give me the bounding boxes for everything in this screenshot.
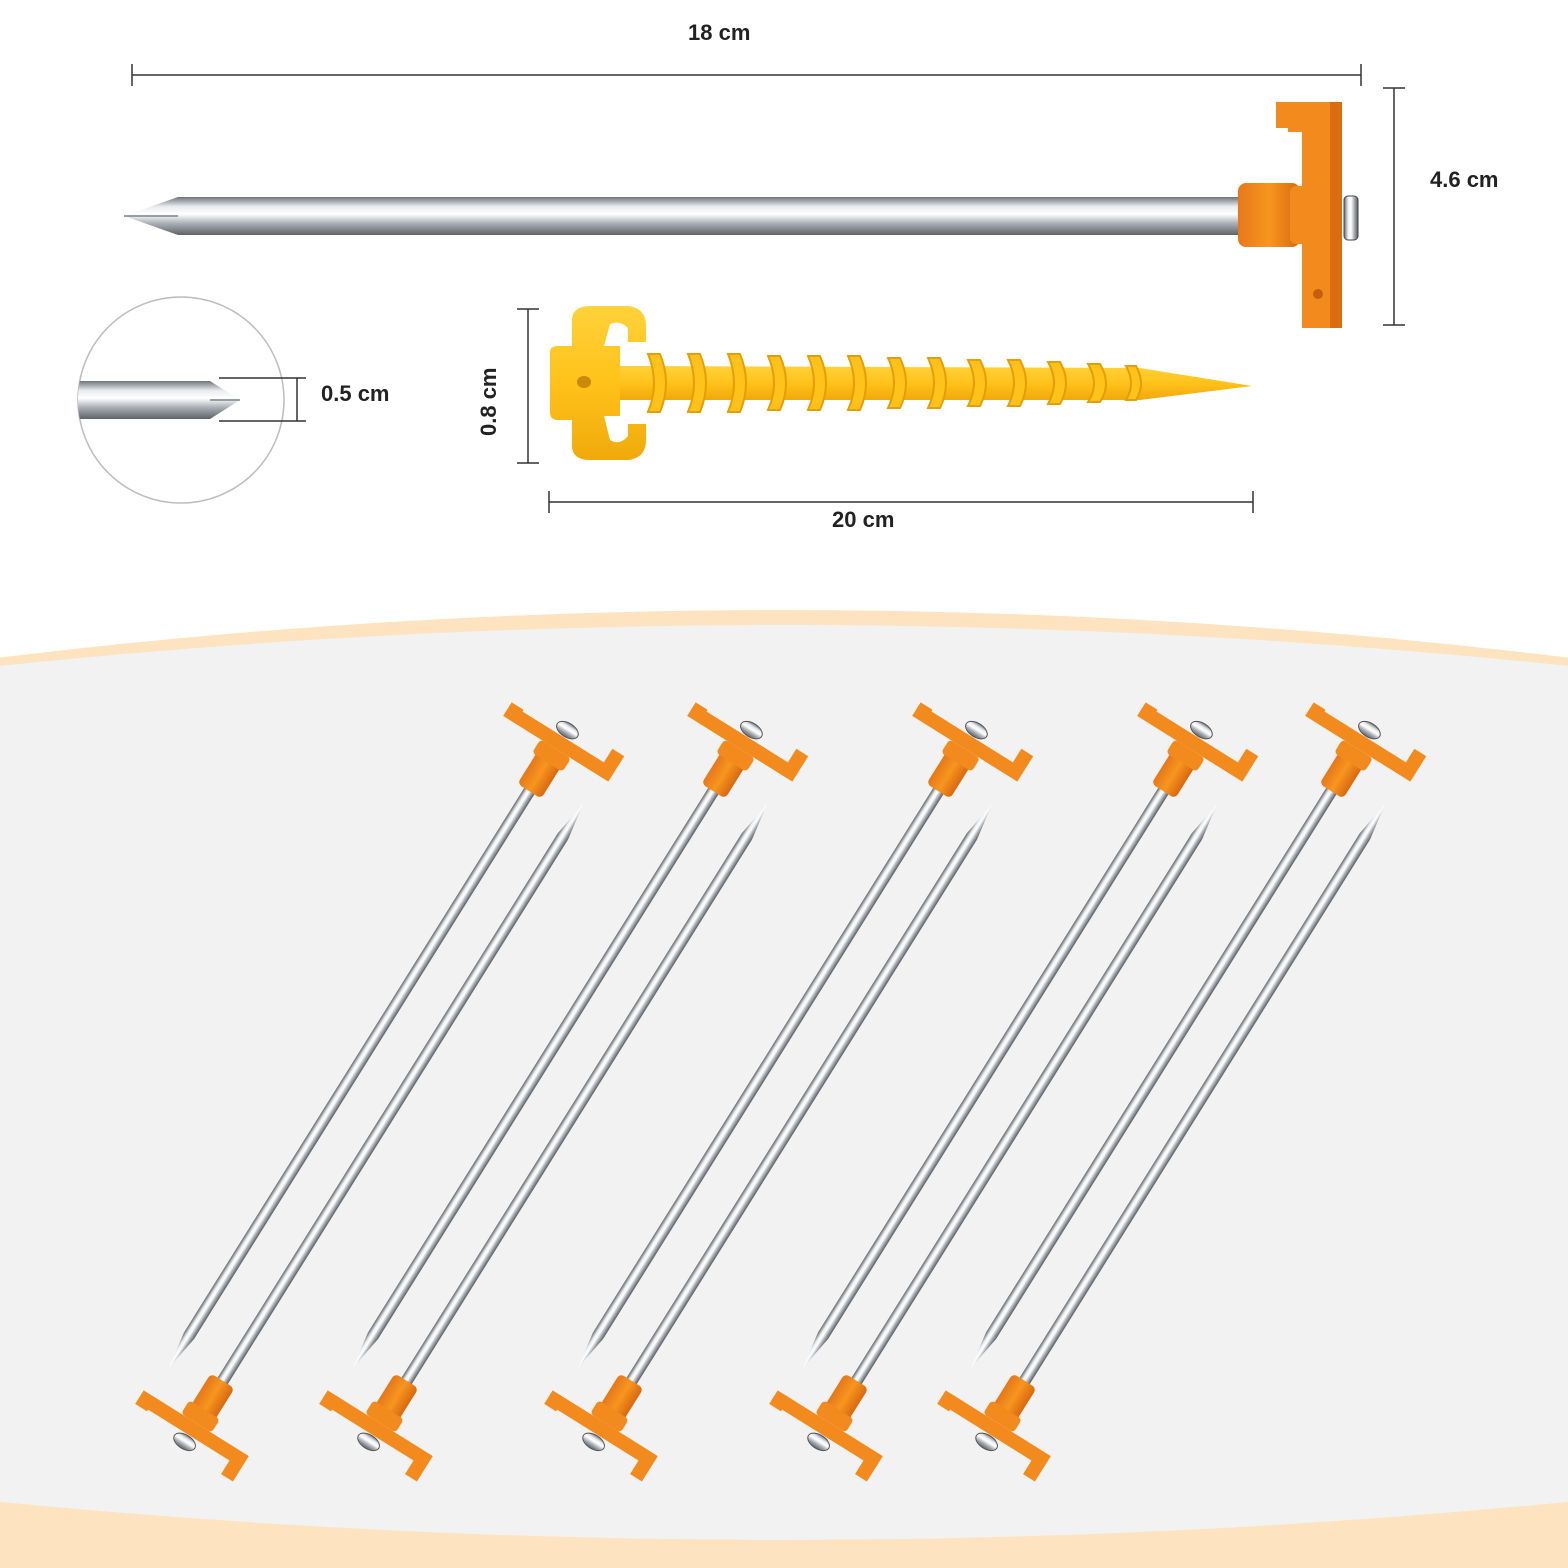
- screw-length-dimension-line: [548, 491, 1254, 513]
- tip-diameter-dimension-line: [219, 377, 306, 422]
- nail-length-dimension-line: [131, 64, 1362, 86]
- metal-nail: [124, 102, 1359, 328]
- tip-magnifier: [77, 296, 285, 504]
- yellow-screw-peg: [550, 306, 1252, 460]
- head-height-dimension-line: [1383, 87, 1405, 326]
- screw-length-label: 20 cm: [832, 507, 895, 532]
- bundle-backdrop: [0, 610, 1568, 1568]
- head-height-label: 4.6 cm: [1430, 167, 1499, 192]
- screw-width-label: 0.8 cm: [476, 367, 501, 437]
- tip-diameter-label: 0.5 cm: [321, 381, 390, 406]
- nail-length-label: 18 cm: [688, 20, 751, 45]
- screw-width-dimension-line: [517, 308, 539, 464]
